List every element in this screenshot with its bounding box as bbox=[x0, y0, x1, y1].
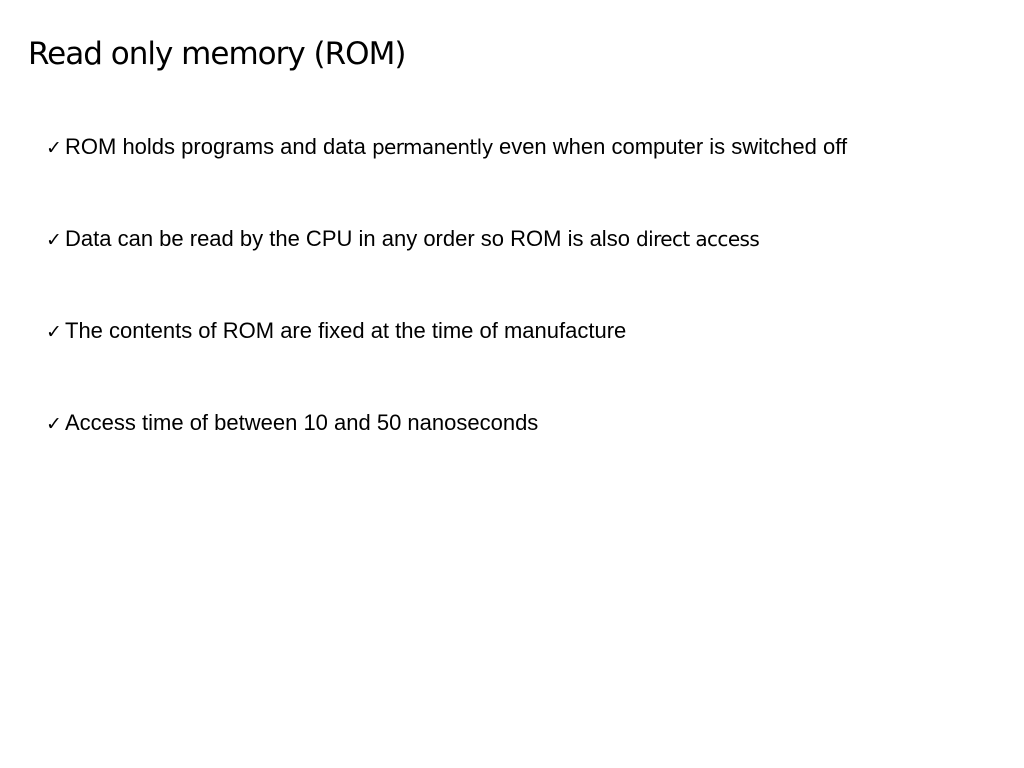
bullet-text: ROM holds programs and data permanently … bbox=[65, 134, 1006, 160]
checkmark-icon: ✓ bbox=[46, 413, 62, 435]
checkmark-icon: ✓ bbox=[46, 137, 62, 159]
checkmark-icon: ✓ bbox=[46, 229, 62, 251]
bullet-text-before: ROM holds programs and data bbox=[65, 134, 372, 159]
bullet-item: ✓ ROM holds programs and data permanentl… bbox=[46, 134, 1006, 226]
bullet-text: Access time of between 10 and 50 nanosec… bbox=[65, 410, 1006, 436]
checkmark-icon: ✓ bbox=[46, 321, 62, 343]
bullet-text-before: Access time of between 10 and 50 nanosec… bbox=[65, 410, 539, 435]
bullet-text: The contents of ROM are fixed at the tim… bbox=[65, 318, 1006, 344]
bullet-text-before: The contents of ROM are fixed at the tim… bbox=[65, 318, 627, 343]
bullet-item: ✓ The contents of ROM are fixed at the t… bbox=[46, 318, 1006, 410]
bullet-item: ✓ Data can be read by the CPU in any ord… bbox=[46, 226, 1006, 318]
bullet-text-before: Data can be read by the CPU in any order… bbox=[65, 226, 637, 251]
bullet-emphasis: direct access bbox=[636, 227, 760, 251]
bullet-item: ✓ Access time of between 10 and 50 nanos… bbox=[46, 410, 1006, 502]
bullet-emphasis: permanently bbox=[371, 135, 494, 159]
bullet-list: ✓ ROM holds programs and data permanentl… bbox=[46, 134, 1006, 502]
bullet-text-after: even when computer is switched off bbox=[492, 134, 848, 159]
bullet-text: Data can be read by the CPU in any order… bbox=[65, 226, 1006, 252]
slide-title: Read only memory (ROM) bbox=[28, 36, 406, 72]
